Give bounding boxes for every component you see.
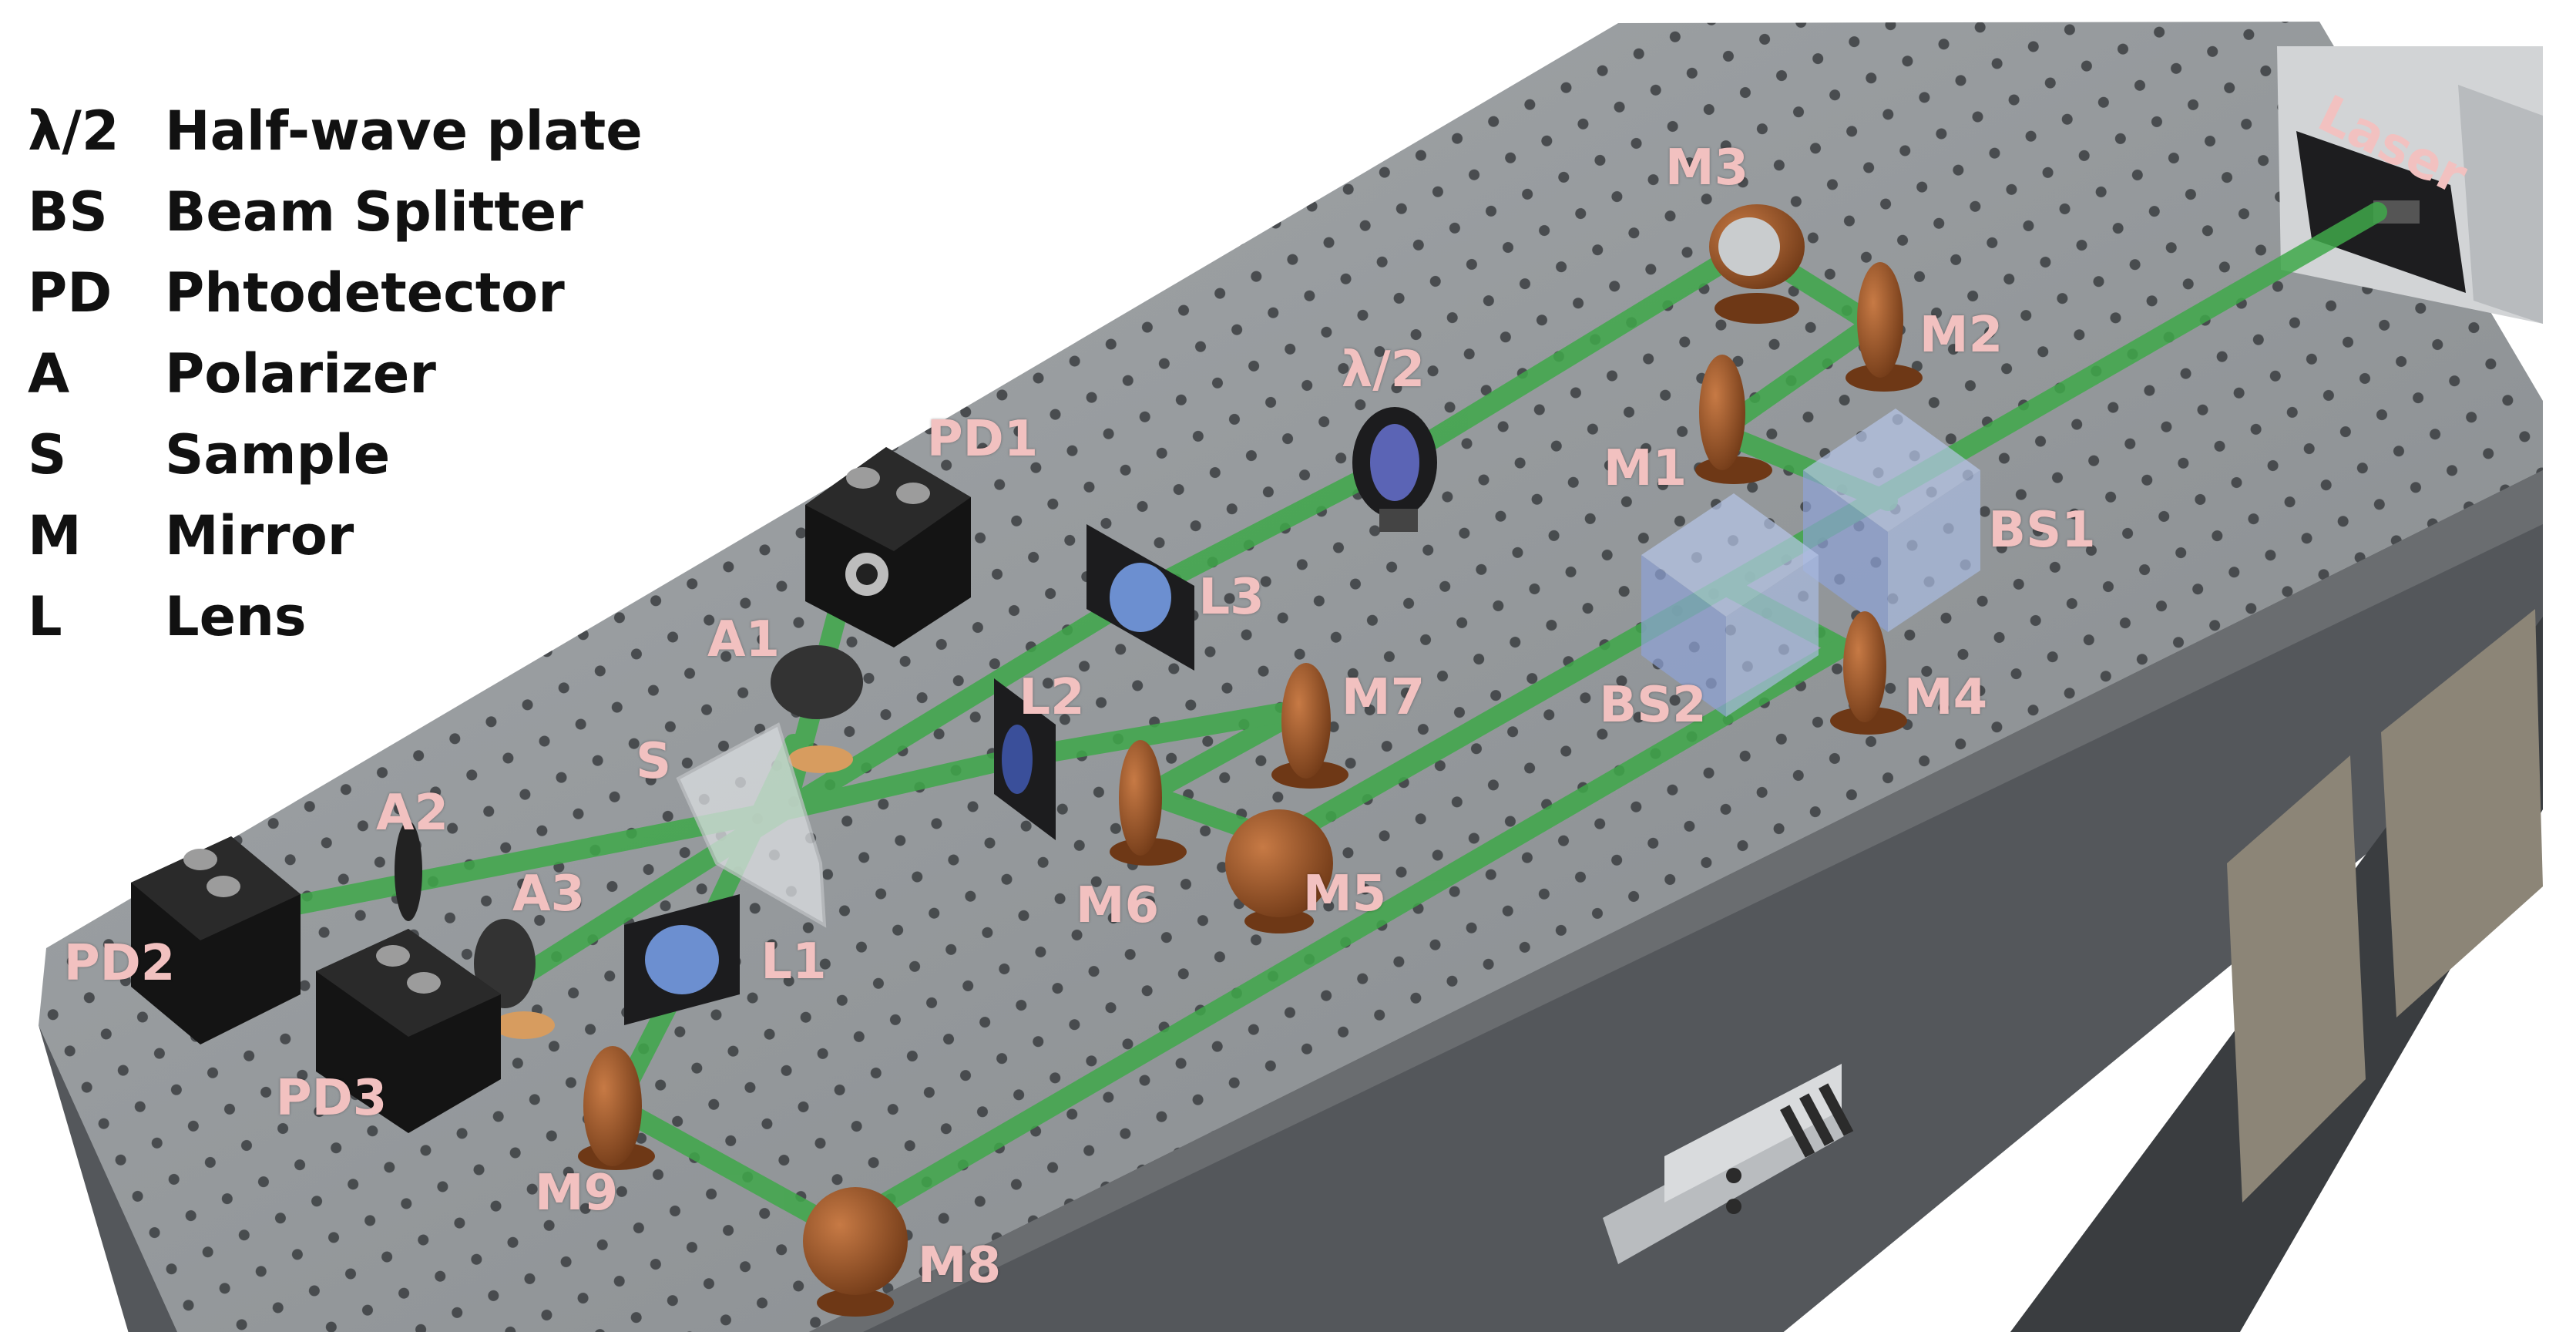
legend-abbr: S [28, 423, 67, 486]
legend-desc: Sample [165, 423, 391, 486]
bs2-cube [1641, 493, 1819, 717]
optics [395, 407, 1437, 1039]
half-wave-plate [1352, 407, 1437, 532]
label-l1: L1 [761, 933, 827, 991]
label-m8: M8 [917, 1237, 1002, 1294]
polarizer-a3 [474, 919, 555, 1039]
label-m5: M5 [1302, 866, 1387, 923]
label-pd2: PD2 [63, 935, 176, 992]
label-m6: M6 [1075, 877, 1160, 934]
legend-row: BS Beam Splitter [28, 172, 660, 253]
mirror-m1 [1695, 355, 1772, 484]
legend-row: PD Phtodetector [28, 253, 660, 334]
mirror-m2 [1846, 262, 1923, 392]
photodetector-pd1 [805, 447, 971, 648]
legend-abbr: λ/2 [28, 99, 119, 163]
legend-abbr: A [28, 342, 70, 405]
label-half-wave: λ/2 [1341, 341, 1426, 399]
label-m4: M4 [1903, 669, 1988, 726]
lens-l2 [994, 678, 1056, 840]
label-a2: A2 [375, 785, 449, 842]
label-pd3: PD3 [275, 1070, 388, 1127]
legend-row: L Lens [28, 577, 660, 658]
legend-desc: Mirror [165, 504, 354, 567]
mirror-m8 [803, 1187, 908, 1317]
legend-abbr: PD [28, 261, 113, 325]
bs1-cube [1803, 409, 1980, 632]
legend-desc: Phtodetector [165, 261, 565, 325]
label-m3: M3 [1664, 140, 1749, 197]
mirror-m4 [1830, 611, 1907, 735]
legend-abbr: L [28, 585, 62, 648]
legend-abbr: BS [28, 180, 108, 244]
beam-splitters [1641, 409, 1980, 717]
mirror-m9 [578, 1046, 655, 1170]
legend-row: M Mirror [28, 496, 660, 577]
mirror-m6 [1110, 740, 1187, 866]
label-m1: M1 [1603, 440, 1688, 497]
lens-l3 [1086, 524, 1194, 671]
photodetector-pd3 [316, 929, 501, 1133]
label-m2: M2 [1919, 307, 2003, 364]
label-l3: L3 [1198, 569, 1264, 626]
mirrors [578, 204, 1923, 1317]
label-s: S [635, 733, 672, 790]
legend-desc: Half-wave plate [165, 99, 643, 163]
mirror-m3 [1709, 204, 1805, 324]
legend-row: A Polarizer [28, 334, 660, 415]
legend-row: S Sample [28, 415, 660, 496]
legend-desc: Polarizer [165, 342, 436, 405]
polarizer-a1 [771, 645, 863, 773]
label-bs2: BS2 [1599, 677, 1707, 734]
sample-plate [676, 722, 827, 928]
polarizer-a2 [395, 821, 422, 921]
label-pd1: PD1 [926, 411, 1039, 468]
label-m9: M9 [534, 1165, 619, 1222]
photodetector-pd2 [131, 836, 301, 1044]
mirror-m5 [1225, 809, 1333, 933]
legend-desc: Beam Splitter [165, 180, 583, 244]
mirror-m7 [1271, 663, 1348, 789]
legend-desc: Lens [165, 585, 307, 648]
label-a1: A1 [707, 611, 781, 668]
photodetectors [131, 447, 971, 1133]
label-a3: A3 [512, 866, 586, 923]
label-m7: M7 [1341, 669, 1426, 726]
lens-l1 [624, 894, 740, 1025]
label-l2: L2 [1019, 669, 1085, 726]
legend-abbr: M [28, 504, 82, 567]
label-bs1: BS1 [1988, 502, 2096, 559]
legend-row: λ/2 Half-wave plate [28, 91, 660, 172]
